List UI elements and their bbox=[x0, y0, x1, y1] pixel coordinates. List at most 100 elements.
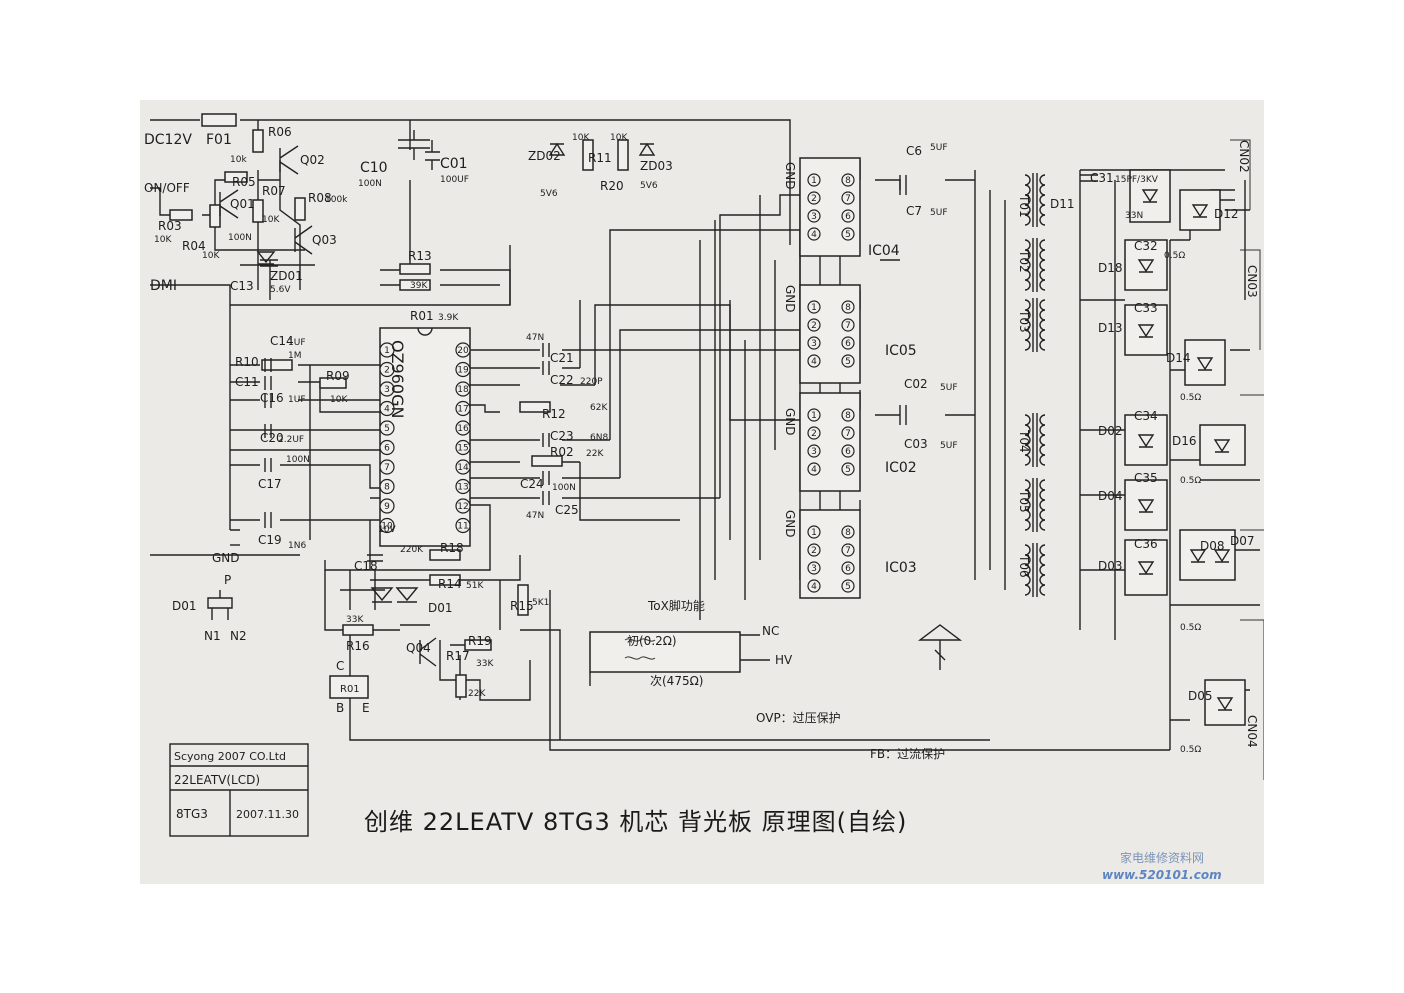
svg-text:R14: R14 bbox=[438, 577, 462, 591]
ic-pin-number: 15 bbox=[457, 444, 468, 454]
svg-text:2.2UF: 2.2UF bbox=[278, 435, 304, 445]
capacitors bbox=[260, 130, 1098, 562]
svg-text:R15: R15 bbox=[510, 599, 534, 613]
mos-pin-number: 6 bbox=[845, 212, 851, 222]
mos-pin-number: 3 bbox=[811, 339, 817, 349]
mos-pin bbox=[841, 354, 855, 368]
svg-text:100N: 100N bbox=[228, 233, 252, 243]
mos-pin-number: 3 bbox=[811, 212, 817, 222]
transformer-primary-coil bbox=[1024, 479, 1031, 531]
svg-text:C11: C11 bbox=[235, 375, 259, 389]
ic-pin-number: 5 bbox=[384, 424, 390, 434]
svg-text:10k: 10k bbox=[230, 155, 247, 165]
ic-pin-number: 6 bbox=[384, 444, 390, 454]
svg-text:T04: T04 bbox=[1017, 429, 1031, 453]
svg-text:IC05: IC05 bbox=[885, 343, 917, 359]
resistor-r04 bbox=[209, 204, 221, 228]
ic-pin bbox=[379, 478, 395, 495]
svg-text:D03: D03 bbox=[1098, 559, 1123, 573]
label-dmi: DMI bbox=[150, 278, 177, 294]
svg-text:15PF/3KV: 15PF/3KV bbox=[1115, 175, 1159, 185]
tb-model: 22LEATV(LCD) bbox=[174, 773, 260, 787]
svg-text:R02: R02 bbox=[550, 445, 574, 459]
resistor-r01 bbox=[399, 279, 431, 291]
ic-pin bbox=[379, 459, 395, 475]
svg-text:P: P bbox=[224, 573, 231, 587]
mos-pin bbox=[807, 173, 821, 187]
svg-text:N2: N2 bbox=[230, 629, 247, 643]
svg-text:0.5Ω: 0.5Ω bbox=[1180, 623, 1201, 633]
svg-text:5K1: 5K1 bbox=[532, 598, 549, 608]
ic-pin bbox=[455, 381, 471, 397]
ic-pin-number: 7 bbox=[384, 463, 390, 473]
svg-text:Q04: Q04 bbox=[406, 641, 431, 655]
svg-text:C02: C02 bbox=[904, 377, 928, 391]
svg-text:1UF: 1UF bbox=[288, 395, 306, 405]
ic-pin-number: 4 bbox=[384, 405, 390, 415]
ic-pin bbox=[455, 498, 471, 514]
mos-pin-number: 1 bbox=[811, 303, 817, 313]
transformer-primary-coil bbox=[1024, 174, 1031, 226]
svg-text:0.5Ω: 0.5Ω bbox=[1164, 251, 1185, 261]
svg-text:39K: 39K bbox=[410, 281, 428, 291]
label-dc12v: DC12V bbox=[144, 132, 192, 148]
svg-text:R12: R12 bbox=[542, 407, 566, 421]
svg-text:R13: R13 bbox=[408, 249, 432, 263]
svg-text:3.9K: 3.9K bbox=[438, 313, 459, 323]
svg-text:10K: 10K bbox=[572, 133, 590, 143]
transformer-core bbox=[1032, 173, 1038, 227]
mos-pin bbox=[807, 336, 821, 350]
ic-pin bbox=[455, 342, 471, 358]
svg-text:ToX脚功能: ToX脚功能 bbox=[647, 598, 705, 613]
svg-text:10K: 10K bbox=[330, 395, 348, 405]
svg-text:22K: 22K bbox=[586, 449, 604, 459]
resistor-r07 bbox=[252, 199, 264, 223]
svg-text:1M: 1M bbox=[288, 351, 302, 361]
resistor-r20 bbox=[617, 139, 629, 171]
svg-text:D08: D08 bbox=[1200, 539, 1225, 553]
svg-text:5UF: 5UF bbox=[940, 383, 958, 393]
ic-pin bbox=[379, 361, 395, 378]
svg-text:GND: GND bbox=[783, 510, 797, 538]
ic-pin bbox=[379, 498, 395, 514]
rectifier-diode bbox=[1189, 549, 1207, 563]
mos-pin-number: 8 bbox=[845, 528, 851, 538]
ic-pin bbox=[455, 420, 471, 436]
mos-pin bbox=[841, 209, 855, 223]
mos-pin bbox=[841, 462, 855, 476]
svg-text:IC04: IC04 bbox=[868, 243, 900, 259]
ic-pin-number: 14 bbox=[457, 463, 469, 473]
svg-text:www.520101.com: www.520101.com bbox=[1102, 868, 1222, 882]
rectifier-diode bbox=[1141, 189, 1159, 203]
tb-date: 2007.11.30 bbox=[236, 808, 299, 821]
svg-text:R10: R10 bbox=[235, 355, 259, 369]
tb-company: Scyong 2007 CO.Ltd bbox=[174, 750, 286, 763]
svg-text:100N: 100N bbox=[552, 483, 576, 493]
ic-pin-number: 17 bbox=[457, 405, 468, 415]
rectifier-diode bbox=[1216, 697, 1234, 711]
svg-text:51K: 51K bbox=[466, 581, 484, 591]
svg-text:R17: R17 bbox=[446, 649, 470, 663]
mos-pin bbox=[807, 561, 821, 575]
label-gnd: GND bbox=[212, 551, 240, 565]
components bbox=[169, 113, 1098, 699]
svg-text:ZD01: ZD01 bbox=[270, 269, 303, 283]
svg-text:Q01: Q01 bbox=[230, 197, 255, 211]
ic-pin bbox=[379, 517, 395, 534]
svg-text:10K: 10K bbox=[610, 133, 628, 143]
svg-text:D07: D07 bbox=[1230, 534, 1255, 548]
svg-text:5UF: 5UF bbox=[940, 441, 958, 451]
ic-pin-number: 8 bbox=[384, 483, 390, 493]
svg-text:C10: C10 bbox=[360, 160, 388, 176]
resistor-r05 bbox=[224, 171, 248, 183]
svg-text:C13: C13 bbox=[230, 279, 254, 293]
svg-text:100N: 100N bbox=[358, 179, 382, 189]
svg-text:D14: D14 bbox=[1166, 351, 1191, 365]
svg-text:C33: C33 bbox=[1134, 301, 1158, 315]
svg-text:47N: 47N bbox=[526, 333, 544, 343]
svg-text:10K: 10K bbox=[154, 235, 172, 245]
svg-text:62K: 62K bbox=[590, 403, 608, 413]
ic-pin bbox=[379, 420, 395, 436]
mos-pin bbox=[807, 209, 821, 223]
mos-pin-number: 8 bbox=[845, 411, 851, 421]
